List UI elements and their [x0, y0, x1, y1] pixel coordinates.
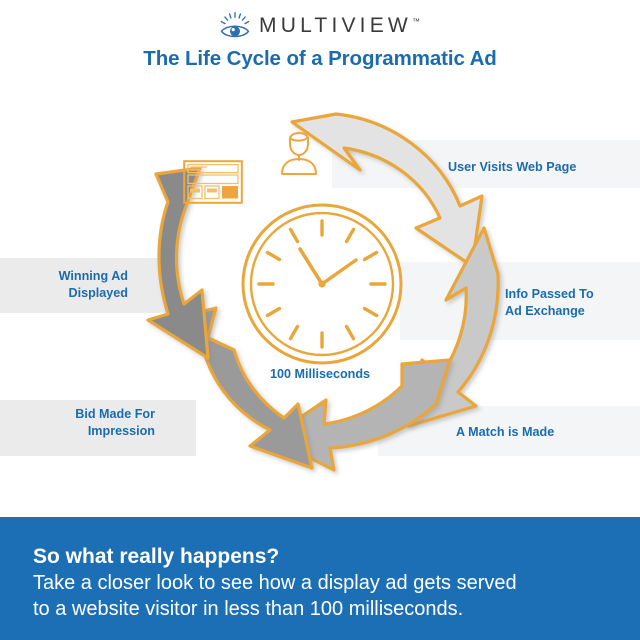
- eye-icon: [220, 12, 250, 40]
- label-bid-made-for-impression: Bid Made For Impression: [0, 406, 155, 440]
- brand-logo: MULTIVIEW™: [0, 10, 640, 42]
- label-user-visits-text: User Visits Web Page: [448, 160, 577, 174]
- banner-heading: So what really happens?: [33, 545, 280, 568]
- label-info-passed-line1: Info Passed To: [505, 287, 594, 301]
- page-title: The Life Cycle of a Programmatic Ad: [143, 47, 497, 70]
- banner-body-line1: Take a closer look to see how a display …: [33, 572, 517, 595]
- label-winning-ad-displayed: Winning Ad Displayed: [0, 268, 128, 302]
- label-match-made-text: A Match is Made: [456, 425, 555, 439]
- label-info-passed-to-ad-exchange: Info Passed To Ad Exchange: [505, 286, 640, 320]
- label-user-visits-web-page: User Visits Web Page: [448, 159, 638, 176]
- band-winning-ad: [0, 258, 172, 313]
- band-info-passed: [400, 262, 640, 340]
- label-info-passed-line2: Ad Exchange: [505, 304, 585, 318]
- label-winning-ad-line2: Displayed: [68, 286, 129, 300]
- band-bid-made: [0, 400, 196, 456]
- browser-window-icon: [183, 160, 243, 204]
- trademark-symbol: ™: [411, 17, 420, 26]
- label-winning-ad-line1: Winning Ad: [58, 269, 128, 283]
- bottom-banner-content: So what really happens? Take a closer lo…: [33, 544, 620, 622]
- user-icon: [277, 125, 321, 175]
- label-bid-made-line1: Bid Made For: [75, 407, 155, 421]
- cycle-arrow-winning-ad-displayed[interactable]: [146, 166, 210, 360]
- brand-wordmark: MULTIVIEW™: [259, 14, 420, 38]
- cycle-wheel: [140, 108, 504, 472]
- label-a-match-is-made: A Match is Made: [456, 424, 640, 441]
- cycle-arrow-a-match-is-made[interactable]: [268, 358, 452, 472]
- banner-body-line2: to a website visitor in less than 100 mi…: [33, 597, 464, 620]
- bottom-banner: So what really happens? Take a closer lo…: [0, 517, 640, 640]
- brand-wordmark-text: MULTIVIEW: [259, 14, 412, 37]
- clock-caption: 100 Milliseconds: [269, 367, 371, 381]
- clock-icon: [241, 203, 403, 365]
- cycle-arrow-user-visits-web-page[interactable]: [290, 112, 484, 268]
- label-bid-made-line2: Impression: [87, 424, 155, 438]
